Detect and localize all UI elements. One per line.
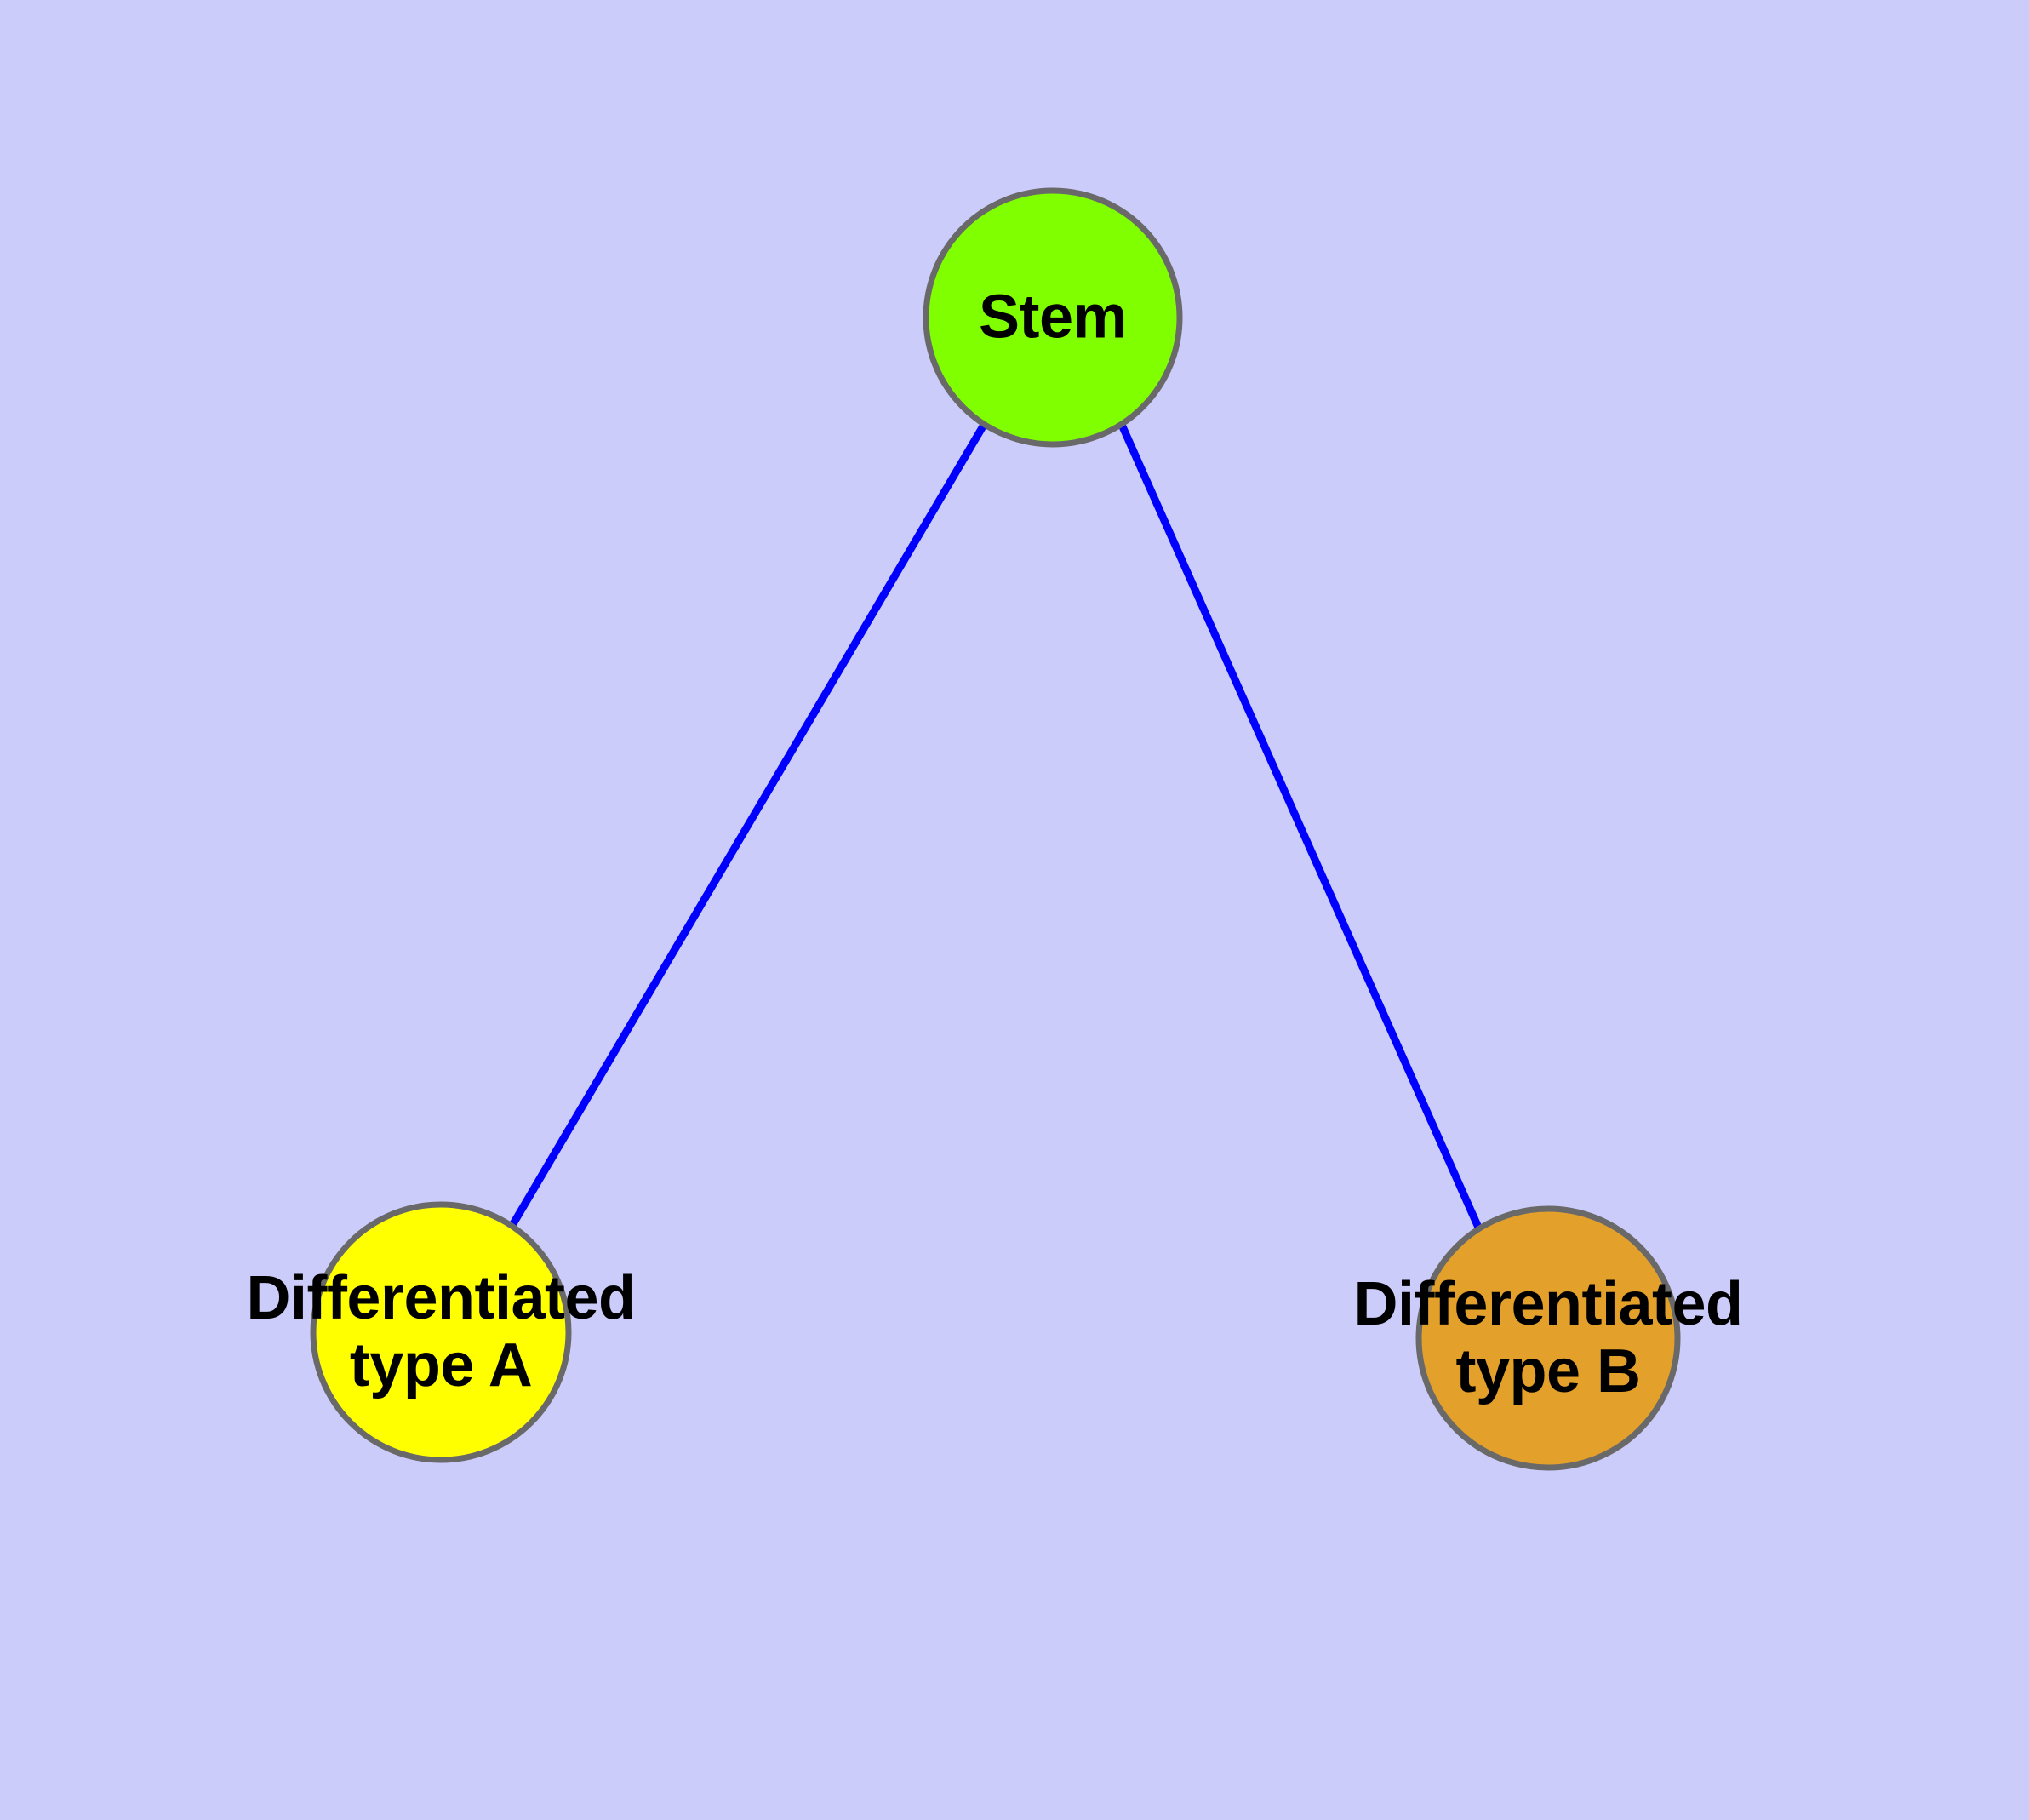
edge-layer bbox=[508, 422, 1483, 1231]
graph-node-stem[interactable] bbox=[923, 187, 1183, 448]
graph-edge-stem-to-diff-a[interactable] bbox=[508, 422, 987, 1229]
graph-edge-stem-to-diff-b[interactable] bbox=[1117, 423, 1483, 1231]
graph-node-diff-b[interactable] bbox=[1415, 1205, 1681, 1471]
node-layer bbox=[310, 187, 1681, 1471]
graph-node-diff-a[interactable] bbox=[310, 1201, 572, 1463]
